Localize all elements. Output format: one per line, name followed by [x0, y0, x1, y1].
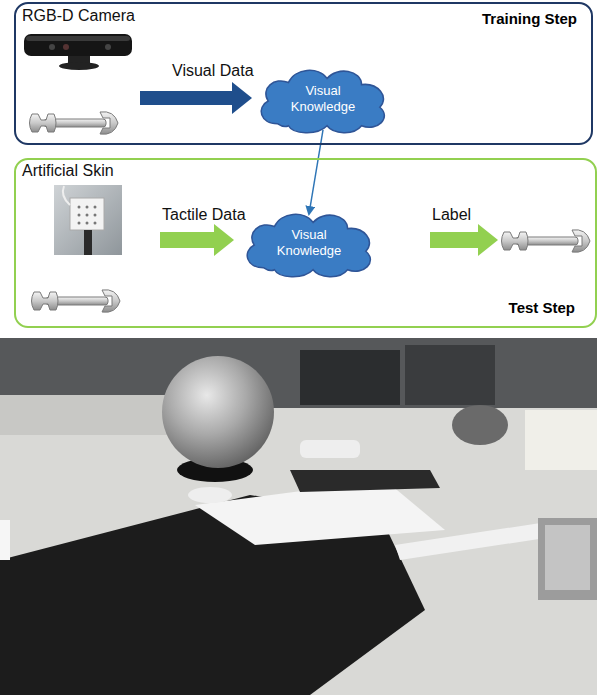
knowledge-cloud: Visual Knowledge [252, 62, 394, 136]
kinect-camera [24, 34, 132, 70]
cloud-shape [247, 214, 370, 276]
annotation-label: Visual Data [172, 62, 254, 80]
knowledge-cloud: Visual Knowledge [238, 206, 380, 280]
skin-sensor-photo [54, 185, 122, 255]
cloud-text: Visual Knowledge [281, 83, 365, 114]
annotation-label: Artificial Skin [22, 162, 114, 180]
block-arrow [430, 224, 498, 256]
annotation-label: Label [432, 206, 471, 224]
step-title: Test Step [509, 299, 575, 316]
step-title: Training Step [482, 10, 577, 27]
cloud-shape [261, 70, 384, 132]
block-arrow [160, 224, 234, 256]
knowledge-transfer-arrow [309, 130, 323, 214]
annotation-label: Tactile Data [162, 206, 246, 224]
annotation-label: RGB-D Camera [22, 7, 135, 25]
block-arrow [140, 82, 252, 114]
cloud-text: Visual Knowledge [267, 227, 351, 258]
setup-photo [0, 338, 597, 695]
step-panel: Test Step Visual Knowledge [14, 158, 597, 328]
